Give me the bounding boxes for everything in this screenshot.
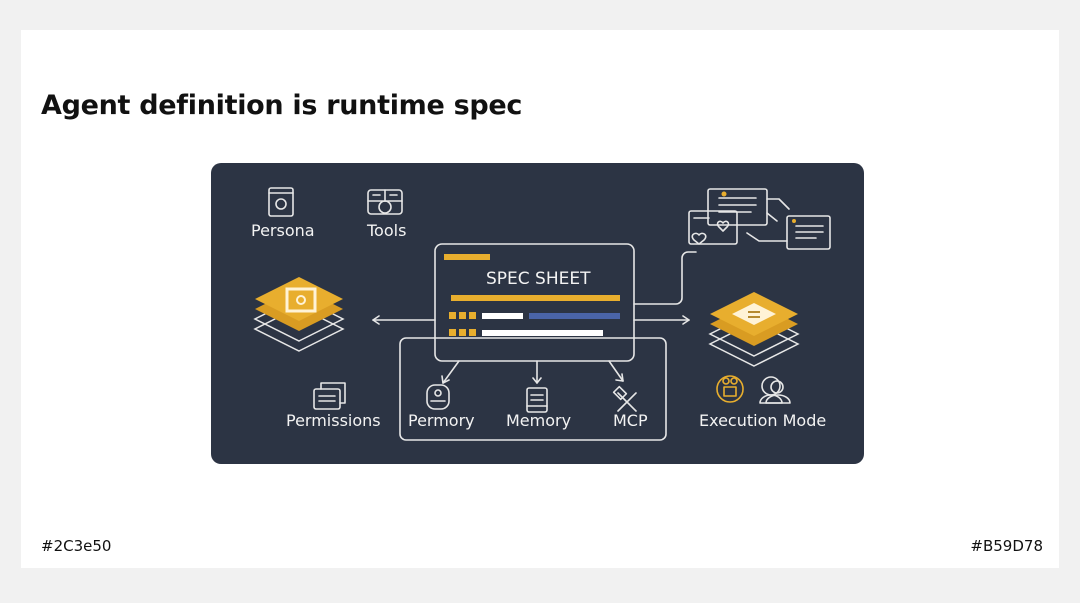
node-execution-mode-label: Execution Mode [699, 411, 827, 430]
page-title: Agent definition is runtime spec [41, 90, 523, 121]
node-mcp-label: MCP [613, 411, 648, 430]
node-tools-label: Tools [367, 221, 407, 240]
footer-color-right: #B59D78 [970, 537, 1043, 555]
persona-icon [268, 187, 294, 217]
footer-color-left: #2C3e50 [41, 537, 112, 555]
node-memory-label: Memory [506, 411, 572, 430]
diagram-graphics [253, 187, 831, 441]
layers-icon-right [708, 292, 800, 367]
spec-sheet-box [434, 243, 635, 362]
tools-icon [367, 189, 403, 215]
node-persona-label: Persona [251, 221, 315, 240]
layers-icon-left [253, 277, 345, 352]
slide: Agent definition is runtime spec [21, 30, 1059, 568]
diagram-panel: SPEC SHEET Persona Tools Permissions Per… [211, 163, 864, 464]
spec-sheet-label: SPEC SHEET [486, 269, 591, 289]
node-permissions-label: Permissions [286, 411, 381, 430]
node-permory-label: Permory [408, 411, 475, 430]
